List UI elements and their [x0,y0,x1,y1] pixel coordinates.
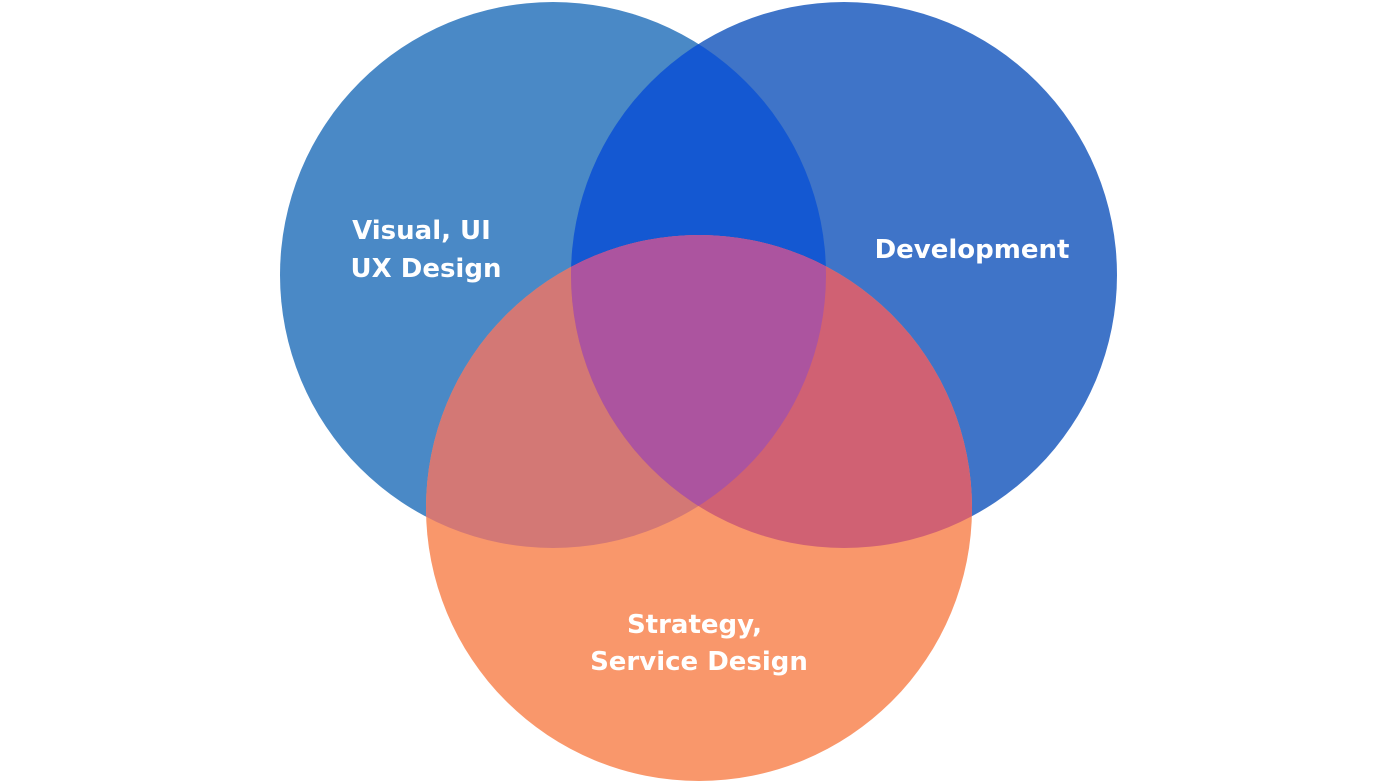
strategy-label-line-1: Strategy, [627,610,762,640]
design-label: Visual, UI UX Design [351,216,502,284]
design-label-line-2: UX Design [351,254,502,284]
strategy-label: Strategy, Service Design [590,610,808,677]
development-label: Development [875,235,1070,265]
strategy-label-line-2: Service Design [590,647,808,677]
development-label-line-1: Development [875,235,1070,265]
design-label-line-1: Visual, UI [352,216,491,246]
